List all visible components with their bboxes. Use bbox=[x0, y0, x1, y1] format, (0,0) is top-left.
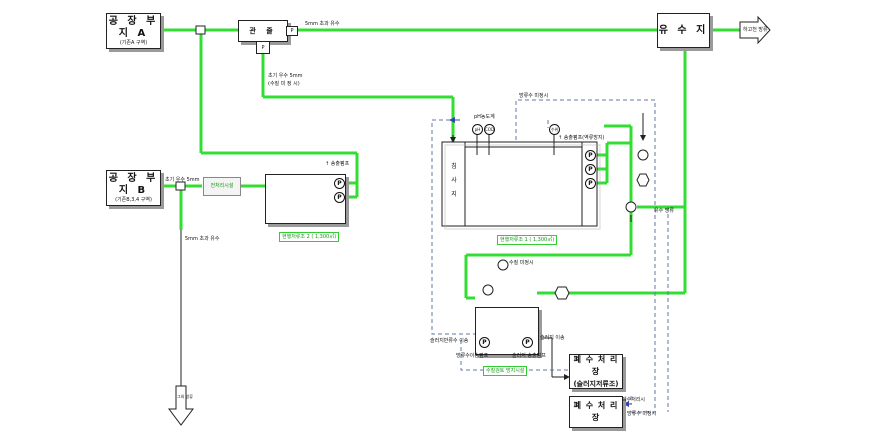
reservoir-box: 유 수 지 bbox=[657, 13, 710, 48]
ec-label: pH농도계 bbox=[474, 114, 495, 120]
settle-caption: 수질검토 방지시설 bbox=[483, 366, 528, 376]
valve-top-side: P bbox=[286, 26, 298, 36]
ww-bottom-label: 방류수 미정시 bbox=[627, 411, 657, 417]
wastewater-1-box: 폐 수 처 리 장 (슬러지저류조) bbox=[569, 354, 623, 389]
bottom-out-label: 그외 방류 bbox=[177, 394, 193, 399]
tank2-pump-2-symbol: P bbox=[337, 194, 342, 201]
level-gauge: 수위 bbox=[549, 124, 560, 135]
top-5mm-label: 5mm 초과 유수 bbox=[305, 21, 340, 27]
tank1-pump-3: P bbox=[585, 178, 596, 189]
factory-b-box: 공 장 부 지 B (기존B,3,4 구역) bbox=[106, 170, 161, 206]
initial-a-label-2: (수질 미 정 시) bbox=[268, 81, 300, 87]
bypass-label: 방류수 미정시 bbox=[519, 93, 549, 99]
settle-pump-2: P bbox=[522, 337, 533, 348]
cod-gauge: COD bbox=[484, 124, 495, 135]
valve-top-down-tag: P bbox=[261, 44, 265, 51]
over-b-label: 5mm 초과 유수 bbox=[185, 236, 220, 242]
tank1-pump-3-symbol: P bbox=[588, 180, 593, 187]
tank2-pump-1: P bbox=[334, 178, 345, 189]
tank2-pump-2: P bbox=[334, 192, 345, 203]
wastewater-2-box: 폐 수 처 리 장 bbox=[569, 396, 623, 428]
tank2-pump-label: ↑ 송출펌프 bbox=[325, 161, 350, 167]
tank2-box bbox=[265, 174, 346, 224]
bottom-pump-b-label: 슬러지 송출펌프 bbox=[512, 353, 546, 359]
tank1-pump-2-symbol: P bbox=[588, 166, 593, 173]
valve-top-box: 관 줄 bbox=[238, 20, 288, 42]
outflow-label: 하고천 방류 bbox=[743, 27, 768, 33]
ph-gauge-text: pH bbox=[474, 127, 481, 132]
initial-a-label: 초기 우수 5mm bbox=[268, 73, 303, 79]
level-gauge-label: 수질 미정시 bbox=[509, 260, 534, 266]
bottom-pump-a-label: 방류수이송펌프 bbox=[456, 353, 489, 359]
valve-top-down: P bbox=[256, 41, 270, 54]
settle-pump-1: P bbox=[479, 337, 490, 348]
tank1-pump-2: P bbox=[585, 164, 596, 175]
settle-pump-2-symbol: P bbox=[525, 339, 530, 346]
pretreat-label: 전처리시설 bbox=[210, 183, 234, 189]
bottom-left-label: 슬러지반류수 이송 bbox=[430, 338, 469, 344]
level-gauge-text: 수위 bbox=[550, 127, 559, 132]
wastewater-1-sub: (슬러지저류조) bbox=[573, 379, 619, 388]
factory-a-box: 공 장 부 지 A (기존A 구역) bbox=[106, 13, 161, 49]
factory-b-sub: (기존B,3,4 구역) bbox=[115, 196, 152, 203]
valve-top-side-tag: P bbox=[290, 28, 294, 34]
valve-top-title: 관 줄 bbox=[249, 27, 277, 35]
reservoir-title: 유 수 지 bbox=[658, 24, 709, 36]
factory-a-sub: (기존A 구역) bbox=[119, 39, 148, 46]
tank1-pump-1: P bbox=[585, 150, 596, 161]
tank1-pump-label: ↑ 송출펌프(역류방지) bbox=[558, 135, 605, 141]
tank1-caption: 현행저류조 1 ( 1,300㎥) bbox=[497, 235, 558, 245]
tank1-pump-1-symbol: P bbox=[588, 152, 593, 159]
cod-gauge-text: COD bbox=[485, 127, 495, 132]
right-move-label: 슬러지 이송 bbox=[540, 335, 565, 341]
pretreat-box: 전처리시설 bbox=[203, 177, 241, 196]
factory-a-title: 공 장 부 지 A bbox=[108, 15, 159, 39]
ww-note-label: 폐수처리시 bbox=[622, 397, 646, 403]
tank1-inner-text: 침 사 지 bbox=[451, 163, 457, 198]
initial-b-label: 초기 우수 5mm bbox=[165, 177, 200, 183]
factory-b-title: 공 장 부 지 B bbox=[108, 172, 159, 196]
right-mid-label: 유수 방류 bbox=[654, 208, 674, 214]
tank2-pump-1-symbol: P bbox=[337, 180, 342, 187]
ph-gauge: pH bbox=[472, 124, 483, 135]
wastewater-2-title: 폐 수 처 리 장 bbox=[573, 401, 619, 422]
tank2-caption: 현행저류조 2 ( 1,300㎥) bbox=[279, 232, 340, 242]
settle-pump-1-symbol: P bbox=[482, 339, 487, 346]
wastewater-1-title: 폐 수 처 리 장 bbox=[573, 354, 619, 376]
